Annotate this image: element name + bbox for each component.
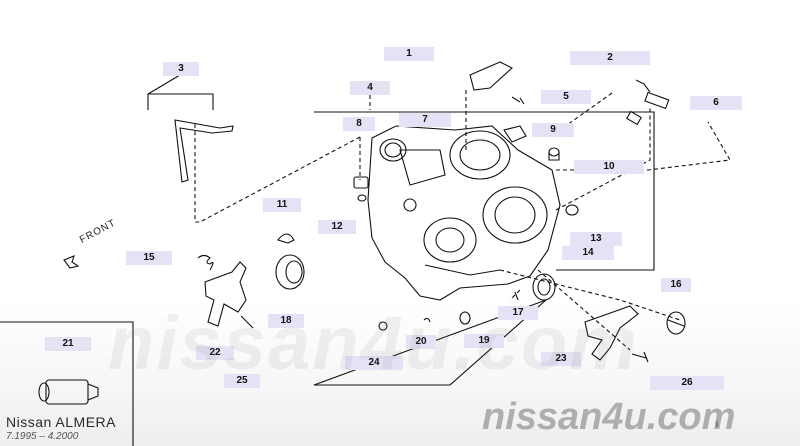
part-16	[666, 311, 686, 335]
production-period-label: 7.1995 – 4.2000	[6, 431, 79, 442]
callout-10[interactable]: 10	[574, 160, 644, 174]
part-9	[503, 125, 527, 143]
part-1-cover	[469, 61, 513, 91]
callout-19[interactable]: 19	[464, 334, 504, 348]
callout-16[interactable]: 16	[661, 278, 691, 292]
callout-5[interactable]: 5	[541, 90, 591, 104]
part-3-lever	[174, 119, 234, 183]
page-mark: i	[716, 419, 718, 429]
plug-8	[353, 176, 369, 189]
callout-15[interactable]: 15	[126, 251, 172, 265]
callout-25[interactable]: 25	[224, 374, 260, 388]
part-19	[459, 311, 471, 325]
part-25-pin	[240, 315, 254, 329]
callout-3[interactable]: 3	[163, 62, 199, 76]
callout-18[interactable]: 18	[268, 314, 304, 328]
bolt-2	[511, 96, 525, 105]
part-5-sensor	[626, 110, 642, 126]
watermark-center: nissan4u.com	[108, 301, 639, 386]
part-11-clip	[277, 233, 295, 244]
callout-6[interactable]: 6	[690, 96, 742, 110]
callout-11[interactable]: 11	[263, 198, 301, 212]
part-14-seal	[532, 273, 556, 301]
callout-23[interactable]: 23	[541, 352, 581, 366]
callout-7[interactable]: 7	[399, 113, 451, 127]
part-22-shift-fork	[204, 261, 247, 327]
part-17	[514, 291, 519, 301]
part-13-seal	[565, 204, 579, 216]
part-20	[423, 317, 431, 323]
callout-2[interactable]: 2	[570, 51, 650, 65]
callout-20[interactable]: 20	[406, 335, 436, 349]
transaxle-housing	[367, 125, 561, 301]
front-arrow	[63, 255, 80, 269]
part-23-bracket	[584, 305, 639, 361]
part-24	[378, 321, 388, 331]
watermark-corner: nissan4u.com	[482, 396, 736, 438]
part-26-bolt	[631, 351, 649, 363]
callout-21[interactable]: 21	[45, 337, 91, 351]
washer-12	[357, 194, 367, 202]
callout-13[interactable]: 13	[570, 232, 622, 246]
part-3-bracket	[147, 74, 214, 110]
callout-14[interactable]: 14	[562, 246, 614, 260]
callout-9[interactable]: 9	[532, 123, 574, 137]
part-15-spring	[197, 254, 214, 271]
callout-1[interactable]: 1	[384, 47, 434, 61]
callout-12[interactable]: 12	[318, 220, 356, 234]
callout-8[interactable]: 8	[343, 117, 375, 131]
part-6-switch	[635, 79, 670, 110]
part-18-bearing	[275, 254, 305, 290]
vehicle-model-label: Nissan ALMERA	[6, 414, 116, 430]
callout-24[interactable]: 24	[345, 356, 403, 370]
seal-7	[379, 138, 407, 162]
callout-22[interactable]: 22	[196, 346, 234, 360]
part-10	[548, 147, 560, 161]
callout-17[interactable]: 17	[498, 306, 538, 320]
callout-26[interactable]: 26	[650, 376, 724, 390]
callout-4[interactable]: 4	[350, 81, 390, 95]
lower-left-frame	[0, 321, 134, 446]
part-21-tube	[38, 379, 99, 405]
